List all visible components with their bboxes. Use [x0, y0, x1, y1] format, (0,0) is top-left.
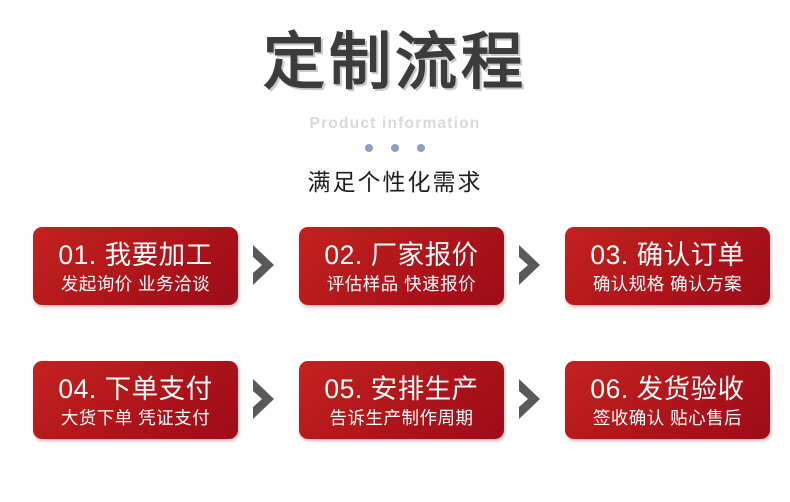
step-card-02[interactable]: 02. 厂家报价 评估样品 快速报价 — [299, 227, 504, 305]
step-title: 03. 确认订单 — [590, 239, 745, 270]
subtitle-chinese: 满足个性化需求 — [307, 169, 483, 195]
step-subtitle: 确认规格 确认方案 — [592, 273, 743, 294]
step-title: 06. 发货验收 — [590, 373, 745, 404]
step-title: 02. 厂家报价 — [324, 239, 479, 270]
chevron-right-icon — [250, 243, 280, 287]
step-card-06[interactable]: 06. 发货验收 签收确认 贴心售后 — [565, 361, 770, 439]
step-subtitle: 大货下单 凭证支付 — [60, 407, 211, 428]
step-subtitle: 告诉生产制作周期 — [329, 407, 474, 428]
step-subtitle: 评估样品 快速报价 — [326, 273, 477, 294]
step-card-01[interactable]: 01. 我要加工 发起询价 业务洽谈 — [33, 227, 238, 305]
step-title: 04. 下单支付 — [58, 373, 213, 404]
step-subtitle: 发起询价 业务洽谈 — [60, 273, 211, 294]
separator-dot — [365, 144, 373, 152]
step-title: 01. 我要加工 — [58, 239, 213, 270]
step-card-05[interactable]: 05. 安排生产 告诉生产制作周期 — [299, 361, 504, 439]
separator-dot — [391, 144, 399, 152]
step-card-03[interactable]: 03. 确认订单 确认规格 确认方案 — [565, 227, 770, 305]
flow-row-2: 04. 下单支付 大货下单 凭证支付 05. 安排生产 告诉生产制作周期 06.… — [0, 360, 790, 440]
flow-row-1: 01. 我要加工 发起询价 业务洽谈 02. 厂家报价 评估样品 快速报价 03… — [0, 226, 790, 306]
step-card-04[interactable]: 04. 下单支付 大货下单 凭证支付 — [33, 361, 238, 439]
step-title: 05. 安排生产 — [324, 373, 479, 404]
chevron-right-icon — [516, 377, 546, 421]
subtitle-english: Product information — [309, 115, 481, 132]
dot-separator — [0, 144, 790, 152]
page-title: 定制流程 — [262, 28, 527, 97]
chevron-right-icon — [250, 377, 280, 421]
chevron-right-icon — [516, 243, 546, 287]
step-subtitle: 签收确认 贴心售后 — [592, 407, 743, 428]
separator-dot — [417, 144, 425, 152]
